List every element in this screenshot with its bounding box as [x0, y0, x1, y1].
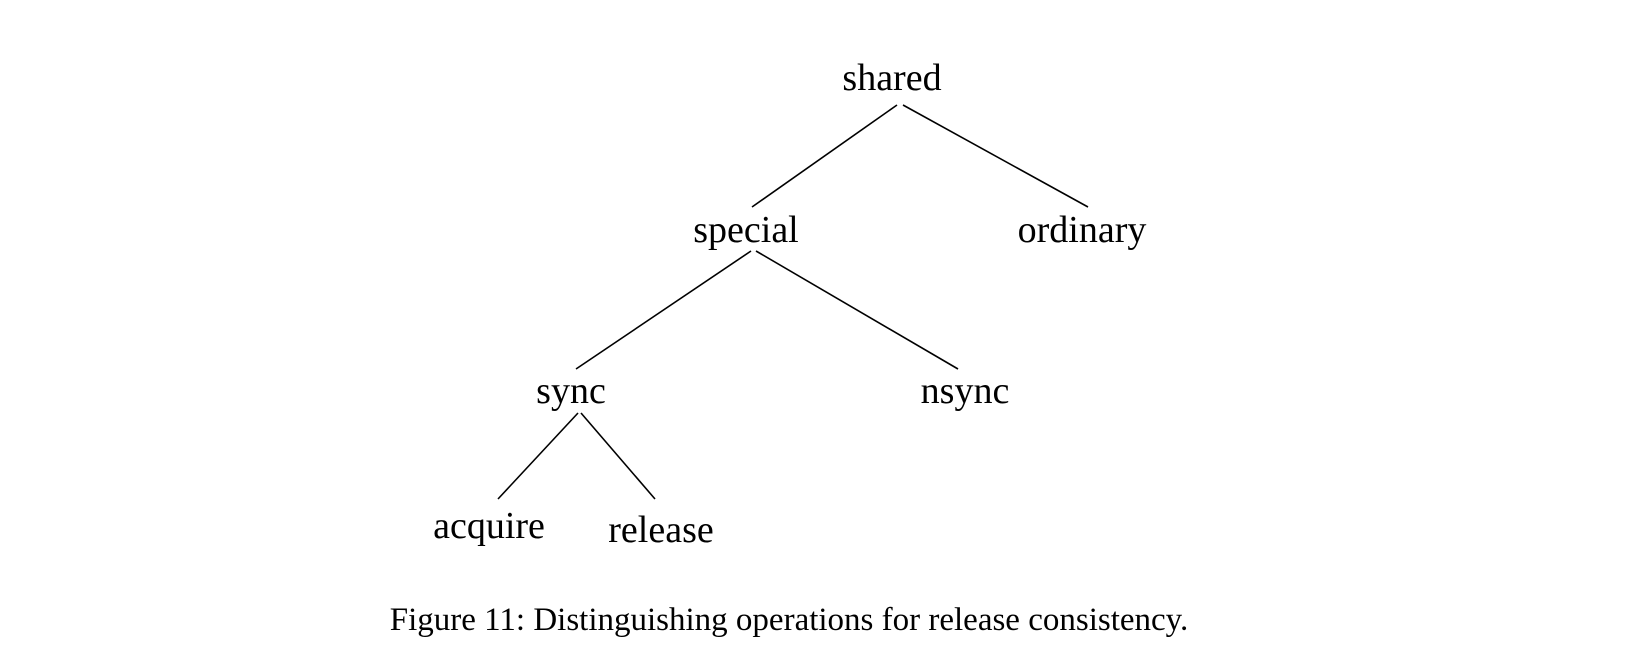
edge-shared-special	[751, 104, 898, 208]
node-shared: shared	[842, 57, 941, 99]
edge-special-nsync	[755, 250, 959, 370]
node-nsync: nsync	[921, 370, 1010, 412]
node-release: release	[608, 509, 713, 551]
edge-sync-acquire	[497, 412, 579, 500]
edge-sync-release	[580, 412, 656, 500]
edge-special-sync	[575, 250, 752, 370]
edge-shared-ordinary	[902, 104, 1089, 208]
node-sync: sync	[536, 370, 606, 412]
tree-edges	[497, 104, 1089, 500]
node-acquire: acquire	[433, 505, 545, 547]
node-special: special	[693, 209, 799, 251]
tree-nodes: shared special ordinary sync nsync acqui…	[433, 57, 1146, 551]
node-ordinary: ordinary	[1018, 209, 1147, 251]
figure-caption: Figure 11: Distinguishing operations for…	[390, 602, 1189, 638]
